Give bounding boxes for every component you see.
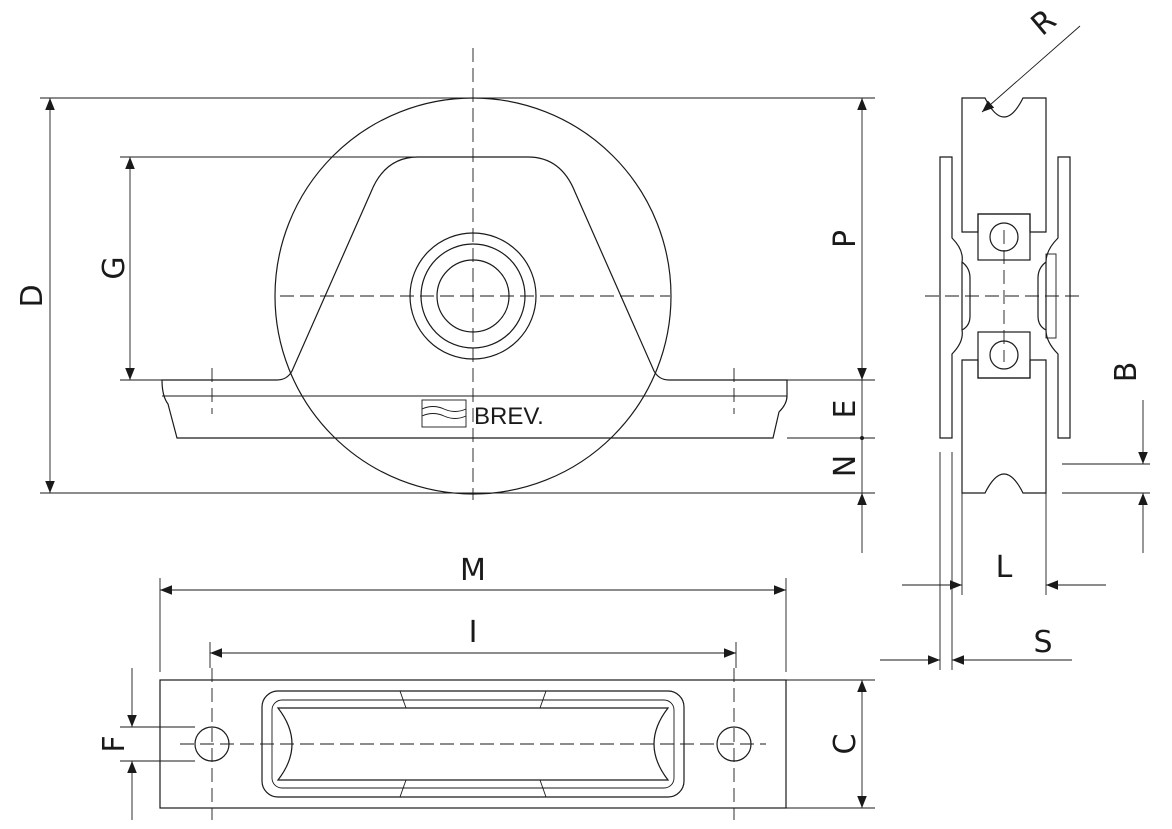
- dimension-b: B: [1062, 362, 1150, 553]
- wheel-section-lower: [961, 359, 1047, 494]
- dim-label-l: L: [996, 550, 1013, 585]
- dimension-c: C: [786, 679, 875, 809]
- brev-logo: BREV.: [421, 399, 544, 430]
- front-view: BREV.: [161, 48, 788, 500]
- base-plate: [159, 679, 787, 809]
- dim-label-s: S: [1033, 625, 1052, 660]
- bracket-plate-left: [939, 156, 963, 439]
- bracket-plate-right: [1045, 156, 1071, 439]
- dimension-m: M: [159, 553, 787, 672]
- top-view: [159, 668, 787, 820]
- dimension-i: I: [209, 615, 737, 668]
- wheel-top-outline: [276, 707, 670, 781]
- side-section-view: [925, 97, 1085, 494]
- wheel-section-upper: [961, 97, 1047, 233]
- dim-label-e: E: [828, 400, 863, 419]
- bracket-body: [161, 156, 788, 439]
- dim-label-f: F: [97, 735, 132, 752]
- brev-logo-text: BREV.: [474, 403, 544, 430]
- dimension-s: S: [880, 452, 1072, 670]
- dimension-g: G: [97, 157, 135, 380]
- dimension-l: L: [902, 493, 1106, 595]
- dim-label-m: M: [460, 553, 486, 588]
- dim-label-r: R: [1025, 3, 1063, 43]
- dimension-f: F: [97, 668, 195, 820]
- dim-label-d: D: [15, 284, 50, 307]
- dimension-p: P: [828, 98, 867, 380]
- dim-label-i: I: [469, 615, 478, 650]
- dim-label-n: N: [828, 455, 863, 477]
- brev-logo-icon: [421, 399, 467, 428]
- dimension-r: R: [981, 3, 1081, 113]
- front-extension-lines: [40, 97, 875, 494]
- dim-label-g: G: [97, 256, 132, 279]
- dim-label-c: C: [828, 734, 863, 755]
- axle: [961, 261, 1047, 331]
- dimension-n: N: [828, 436, 867, 553]
- dim-label-p: P: [828, 230, 863, 248]
- dimension-e: E: [828, 380, 863, 438]
- dim-label-b: B: [1109, 362, 1144, 383]
- dimension-d: D: [15, 98, 55, 493]
